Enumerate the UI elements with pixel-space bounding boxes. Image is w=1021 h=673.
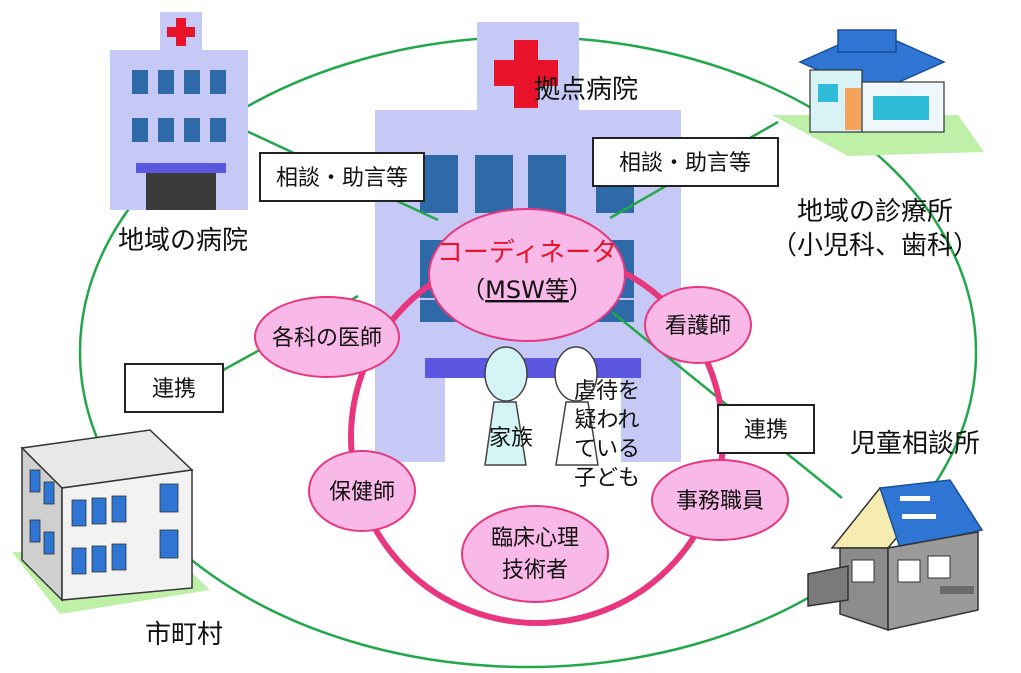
cooperation-left-label: 連携 — [152, 377, 196, 402]
nurse-label: 看護師 — [665, 314, 731, 339]
child-person-icon — [554, 346, 599, 466]
hub-name-label: 拠点病院 — [534, 75, 638, 105]
red-cross-icon — [494, 40, 558, 108]
cooperation-left-box — [124, 363, 224, 413]
child-label-line2: 疑われ — [575, 408, 640, 433]
doctor-bubble — [254, 296, 400, 378]
consult-right-label: 相談・助言等 — [619, 151, 751, 176]
child-label-line4: 子ども — [574, 466, 640, 491]
cooperation-right-label: 連携 — [744, 418, 788, 443]
consult-left-box — [259, 152, 425, 202]
local-hospital-icon — [110, 12, 248, 210]
public-health-nurse-label: 保健師 — [329, 480, 395, 505]
municipality-icon — [12, 429, 210, 614]
family-label: 家族 — [489, 426, 533, 451]
clinic-label-line2: （小児科、歯科） — [771, 231, 979, 261]
child-label-line3: ている — [574, 437, 640, 462]
coordinator-title: コーディネータ — [437, 238, 617, 268]
cooperation-right-box — [717, 404, 815, 454]
link-label-boxes — [124, 137, 815, 454]
child-label-line1: 虐待を — [574, 379, 640, 404]
municipality-label: 市町村 — [145, 620, 223, 650]
family-person-icon — [484, 346, 528, 466]
psychologist-label-line1: 臨床心理 — [491, 526, 579, 551]
consult-left-label: 相談・助言等 — [276, 166, 408, 191]
child-guidance-center-icon — [807, 479, 984, 632]
coordinator-bubble — [428, 208, 626, 342]
clinic-icon — [772, 29, 984, 156]
child-guidance-center-label: 児童相談所 — [850, 429, 980, 459]
psychologist-bubble — [461, 505, 609, 603]
consult-right-box — [592, 137, 779, 187]
clerical-staff-label: 事務職員 — [676, 489, 764, 514]
bubbles — [254, 208, 789, 603]
coordinator-subtitle: （MSW等） — [461, 276, 593, 304]
psychologist-label-line2: 技術者 — [502, 558, 568, 583]
doctor-label: 各科の医師 — [272, 326, 382, 351]
nurse-bubble — [644, 286, 752, 364]
clinic-label-line1: 地域の診療所 — [797, 197, 953, 227]
hub-awning — [425, 358, 641, 378]
clerical-staff-bubble — [651, 459, 789, 541]
local-hospital-label: 地域の病院 — [118, 226, 248, 256]
public-health-nurse-bubble — [308, 450, 416, 532]
